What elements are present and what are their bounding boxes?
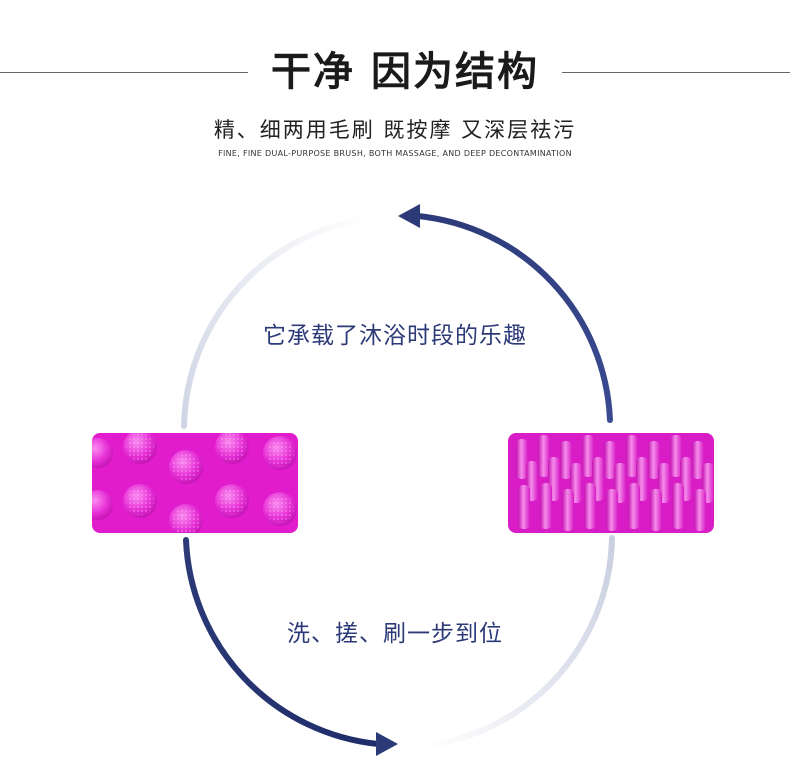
bristles-image [508,433,714,533]
title-divider-right [562,72,790,73]
arc-bottom-left [183,537,381,747]
caption-bottom: 洗、搓、刷一步到位 [287,621,503,647]
title-row: 干净 因为结构 [0,44,790,100]
page-title: 干净 因为结构 [271,49,539,95]
subtitle-english: FINE, FINE DUAL-PURPOSE BRUSH, BOTH MASS… [218,149,572,158]
arc-top-right [415,213,613,423]
massage-nubs-image [92,433,298,533]
subtitle: 精、细两用毛刷 既按摩 又深层祛污 [213,118,577,142]
arc-bottom-right [421,535,615,749]
arc-top-left [181,215,375,429]
title-divider-left [0,72,248,73]
arrow-head-bottom [376,732,398,756]
caption-top: 它承载了沐浴时段的乐趣 [263,323,527,349]
arrow-head-top [398,204,420,228]
